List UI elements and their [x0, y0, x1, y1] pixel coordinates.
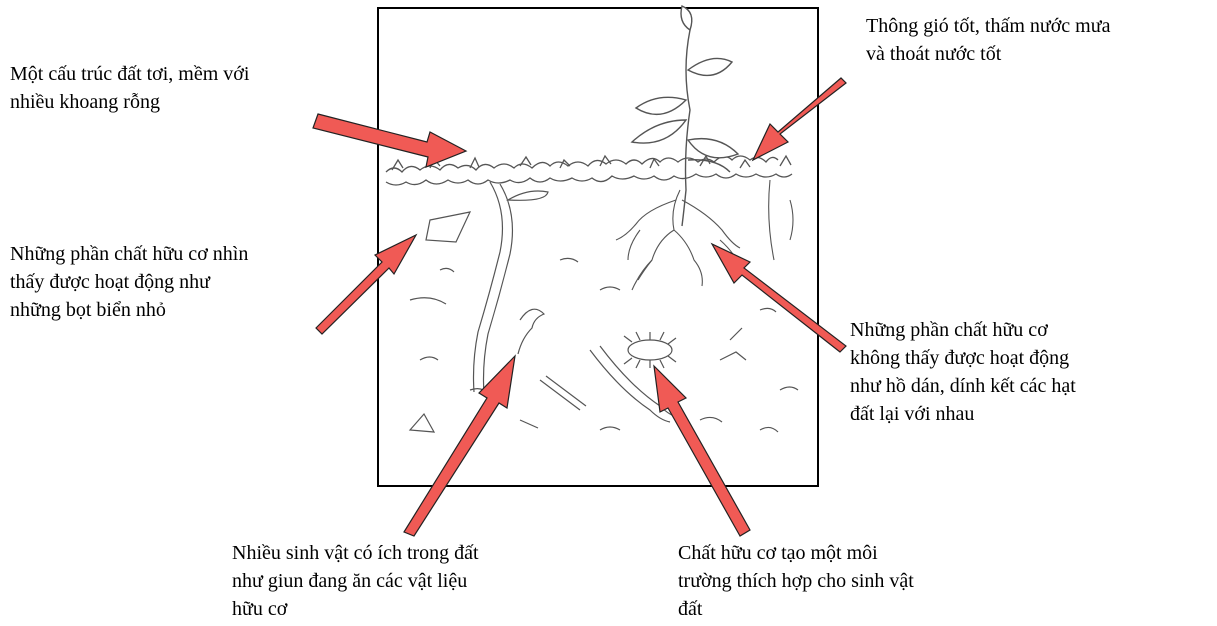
label-bottom-left: Nhiều sinh vật có ích trong đất như giun… — [232, 539, 592, 623]
label-top-right: Thông gió tốt, thấm nước mưa và thoát nư… — [866, 12, 1211, 68]
label-top-left: Một cấu trúc đất tơi, mềm với nhiều khoa… — [10, 60, 370, 116]
label-mid-right: Những phần chất hữu cơ không thấy được h… — [850, 316, 1190, 428]
label-mid-left: Những phần chất hữu cơ nhìn thấy được ho… — [10, 240, 330, 324]
figure-frame — [378, 8, 818, 486]
label-bottom-right: Chất hữu cơ tạo một môi trường thích hợp… — [678, 539, 1008, 623]
